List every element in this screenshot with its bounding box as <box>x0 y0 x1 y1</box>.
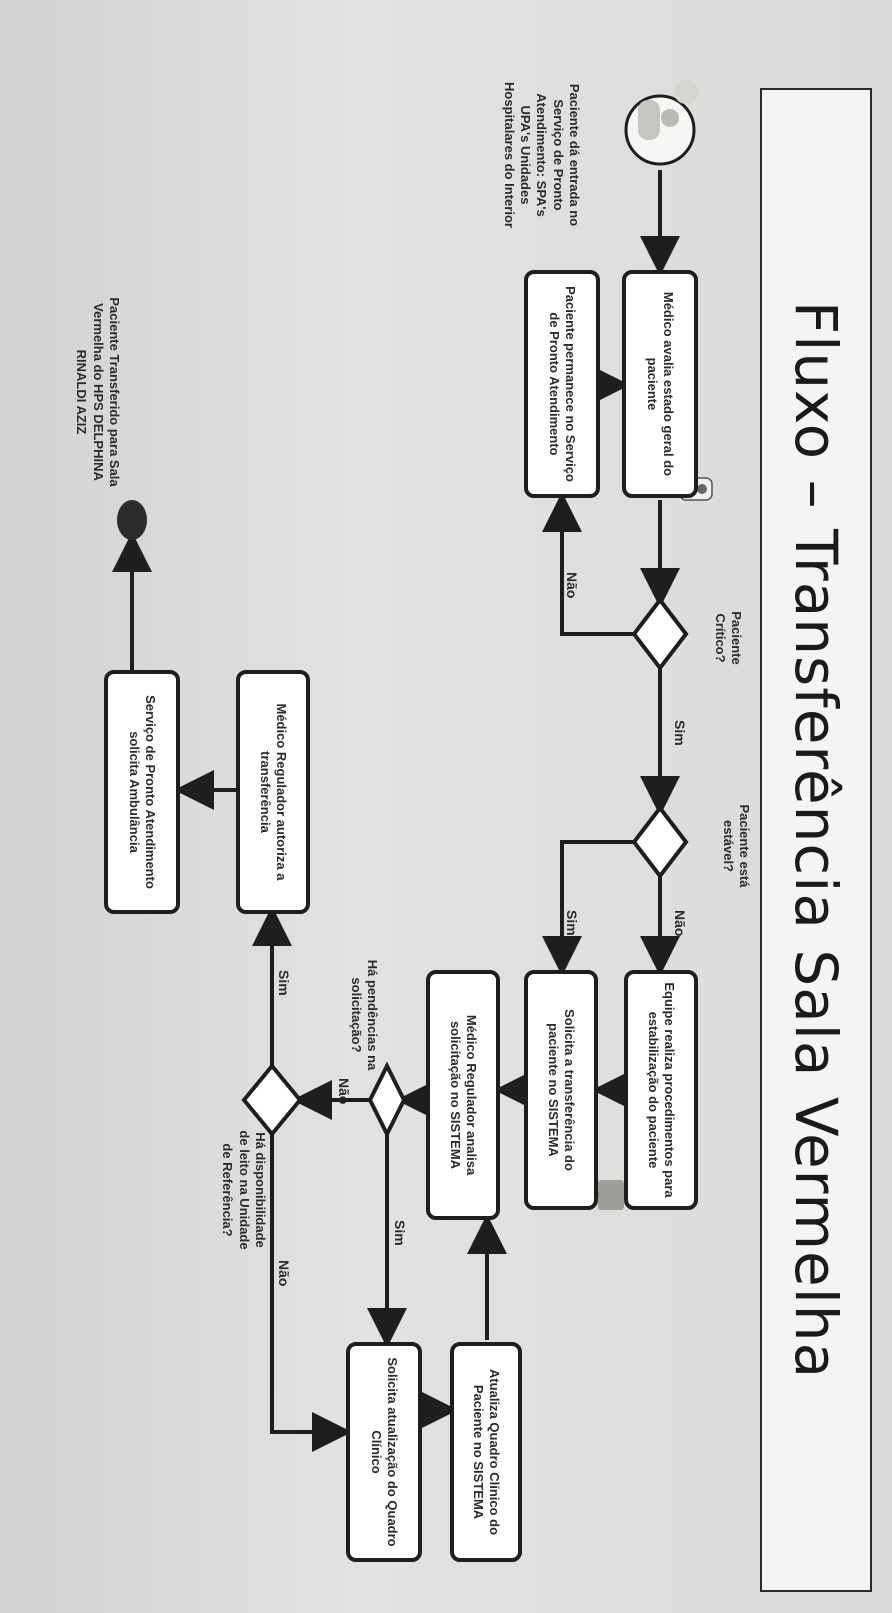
decision-pendencias <box>367 1061 407 1139</box>
decision-estavel-label: Paciente está estável? <box>720 804 752 888</box>
node-regulador-autoriza: Médico Regulador autoriza a transferênci… <box>236 670 310 914</box>
edge-critico-permanece <box>542 492 634 636</box>
node-solicita-atualizacao: Solicita atualização do Quadro Clínico <box>346 1342 422 1562</box>
decision-estavel <box>631 804 689 880</box>
end-label: Paciente Transferido para Sala Vermelha … <box>74 297 123 487</box>
node-regulador-analisa: Médico Regulador analisa solicitação no … <box>426 970 500 1220</box>
node-paciente-permanece: Paciente permanece no Serviço de Pronto … <box>524 270 600 498</box>
start-label: Paciente dá entrada no Serviço de Pronto… <box>502 82 582 228</box>
decision-disponibilidade-label: Há disponibilidade de leito na Unidade d… <box>220 1130 269 1250</box>
edge-disp-solatual <box>270 1134 352 1452</box>
node-atualiza-quadro: Atualiza Quadro Clínico do Paciente no S… <box>450 1342 522 1562</box>
edge-label-nao-critico: Não <box>564 572 580 599</box>
edge-label-sim-critico: Sim <box>672 720 688 746</box>
decision-critico <box>631 596 689 672</box>
decision-critico-label: Paciente Crítico? <box>712 611 744 665</box>
edge-label-nao-estavel: Não <box>672 910 688 937</box>
edge-label-sim-disp: Sim <box>276 970 292 996</box>
node-medico-avalia: Médico avalia estado geral do paciente <box>622 270 698 498</box>
edge-label-nao-disp: Não <box>276 1260 292 1287</box>
node-solicita-transferencia: Solicita a transferência do paciente no … <box>524 970 598 1210</box>
start-person-icon <box>624 80 698 166</box>
edge-label-nao-pendencias: Não <box>336 1078 352 1105</box>
node-solicita-ambulancia: Serviço de Pronto Atendimento solicita A… <box>104 670 180 914</box>
decision-pendencias-label: Há pendências na solicitação? <box>348 959 380 1071</box>
decision-disponibilidade <box>241 1062 303 1138</box>
node-equipe-estabiliza: Equipe realiza procedimentos para estabi… <box>624 970 698 1210</box>
end-terminal <box>117 500 147 540</box>
edge-estavel-solicita <box>542 840 634 976</box>
edge-label-sim-estavel: Sim <box>564 910 580 936</box>
edge-label-sim-pendencias: Sim <box>392 1220 408 1246</box>
